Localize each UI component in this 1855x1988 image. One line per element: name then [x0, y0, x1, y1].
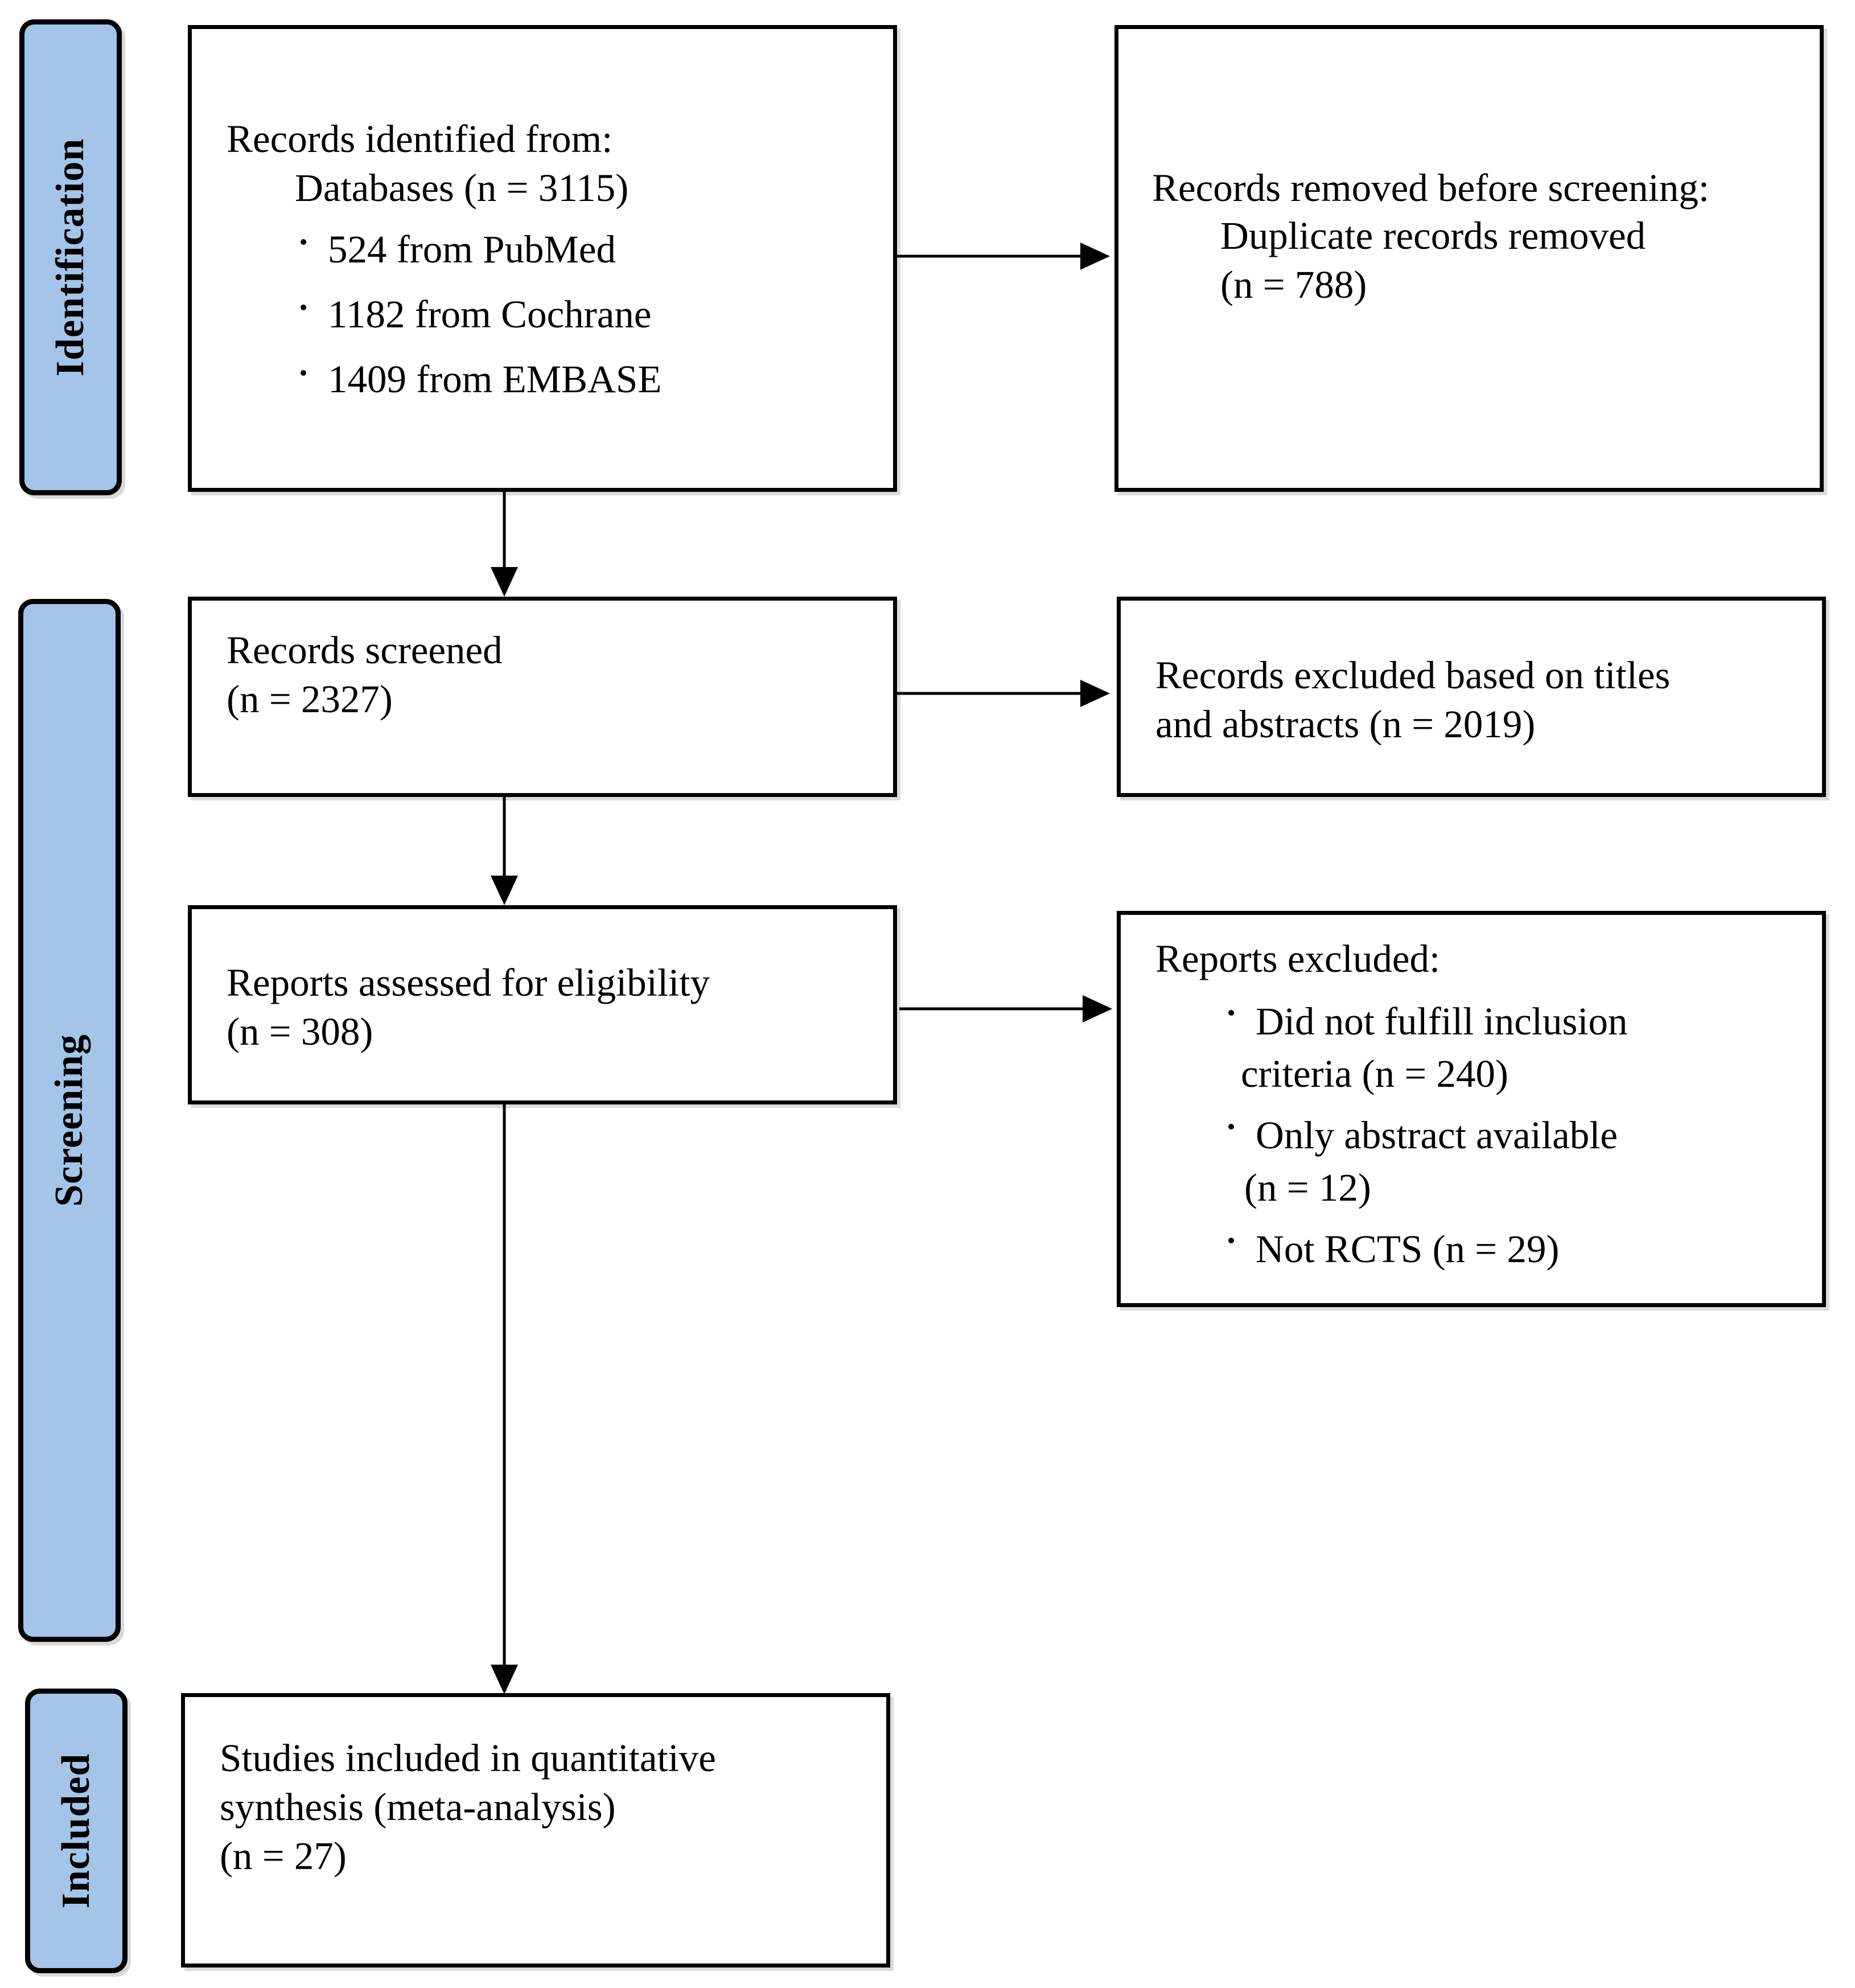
- studies-included-count: (n = 27): [220, 1834, 347, 1878]
- excluded-criteria-line1: Did not fulfill inclusion: [1256, 1000, 1628, 1043]
- excluded-abstract-line1: Only abstract available: [1256, 1114, 1618, 1157]
- records-screened-count: (n = 2327): [227, 677, 393, 721]
- records-excluded-line2: and abstracts (n = 2019): [1155, 703, 1536, 746]
- studies-included-box: [181, 1693, 890, 1968]
- phase-screening: Screening: [18, 599, 121, 1642]
- duplicates-removed-label: Duplicate records removed: [1220, 214, 1646, 257]
- records-removed-title: Records removed before screening:: [1152, 166, 1710, 210]
- bullet-icon: [1228, 1010, 1234, 1016]
- bullet-icon: [301, 305, 306, 310]
- embase-count: 1409 from EMBASE: [328, 358, 662, 401]
- reports-assessed-label: Reports assessed for eligibility: [227, 961, 710, 1004]
- reports-assessed-box: [188, 905, 897, 1104]
- arrowhead-icon: [491, 567, 518, 597]
- reports-excluded-box: [1117, 911, 1826, 1307]
- phase-identification: Identification: [19, 19, 122, 495]
- records-screened-label: Records screened: [227, 629, 503, 672]
- studies-included-line1: Studies included in quantitative: [220, 1736, 716, 1780]
- pubmed-count: 524 from PubMed: [328, 228, 616, 271]
- cochrane-count: 1182 from Cochrane: [328, 293, 652, 336]
- records-screened-box: [188, 597, 897, 797]
- records-excluded-line1: Records excluded based on titles: [1155, 654, 1671, 697]
- arrowhead-icon: [1080, 680, 1110, 707]
- reports-excluded-title: Reports excluded:: [1155, 937, 1441, 980]
- records-identified-box: [188, 25, 897, 492]
- arrowhead-icon: [1080, 243, 1110, 270]
- arrowhead-icon: [1083, 995, 1112, 1022]
- phase-included: Included: [25, 1689, 127, 1973]
- records-removed-box: [1114, 25, 1824, 492]
- bullet-icon: [301, 370, 306, 376]
- studies-included-line2: synthesis (meta-analysis): [220, 1785, 616, 1829]
- arrowhead-icon: [491, 1665, 518, 1694]
- bullet-icon: [301, 239, 306, 245]
- bullet-icon: [1228, 1238, 1234, 1243]
- reports-assessed-count: (n = 308): [227, 1010, 373, 1053]
- excluded-not-rct: Not RCTS (n = 29): [1256, 1227, 1560, 1271]
- databases-count: Databases (n = 3115): [295, 166, 629, 210]
- bullet-icon: [1228, 1124, 1234, 1129]
- duplicates-removed-count: (n = 788): [1220, 263, 1367, 306]
- excluded-criteria-line2: criteria (n = 240): [1241, 1052, 1508, 1095]
- arrowhead-icon: [491, 876, 518, 905]
- records-excluded-box: [1117, 597, 1826, 797]
- records-identified-title: Records identified from:: [227, 117, 613, 161]
- excluded-abstract-line2: (n = 12): [1244, 1166, 1371, 1209]
